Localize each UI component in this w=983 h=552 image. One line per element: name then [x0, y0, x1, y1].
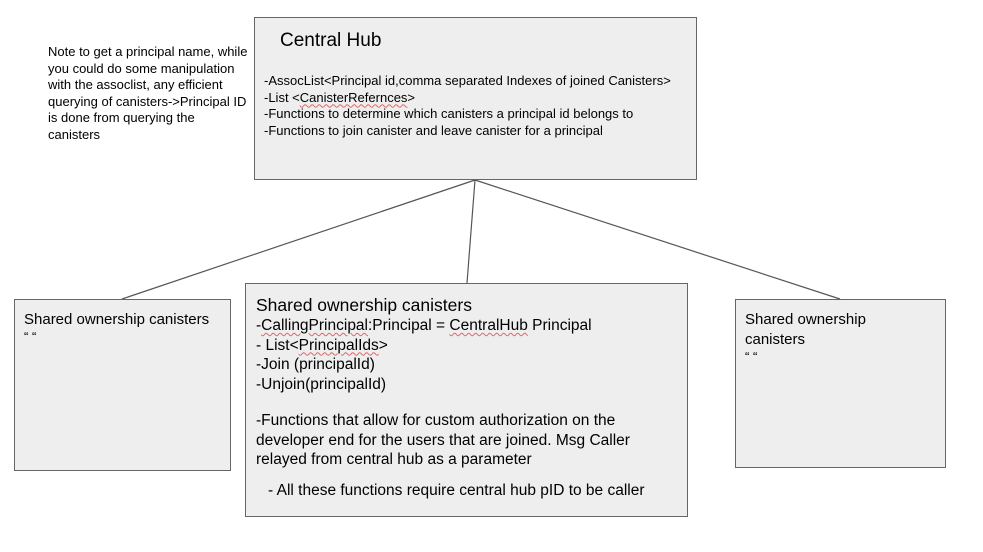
- hub-list-line: -List <CanisterRefernces>: [264, 90, 684, 107]
- custom-authorization-description: -Functions that allow for custom authori…: [256, 412, 630, 468]
- center-box-title: Shared ownership canisters: [256, 295, 472, 315]
- left-shared-canister-box[interactable]: Shared ownership canisters “ “: [14, 299, 231, 471]
- caller-requirement-note: - All these functions require central hu…: [268, 481, 645, 499]
- connector-hub-to-center-box: [466, 179, 476, 284]
- caller-type: :Principal =: [368, 317, 450, 334]
- connector-hub-to-right-box: [474, 179, 841, 300]
- right-box-title: Shared ownership canisters: [745, 311, 866, 348]
- principal-ids-line: - List<PrincipalIds>: [256, 336, 681, 356]
- central-hub-box[interactable]: Central Hub -AssocList<Principal id,comm…: [254, 17, 697, 180]
- center-box-content: Shared ownership canisters -CallingPrinc…: [256, 294, 681, 500]
- right-shared-canister-box[interactable]: Shared ownership canisters “ “: [735, 299, 946, 468]
- principal-name-note: Note to get a principal name, while you …: [48, 44, 248, 142]
- calling-principal-word: CallingPrincipal: [261, 317, 368, 334]
- central-hub-title: Central Hub: [280, 30, 382, 51]
- left-box-ditto: “ “: [24, 329, 37, 344]
- hub-membership-functions-line: -Functions to determine which canisters …: [264, 106, 634, 121]
- right-box-ditto: “ “: [745, 349, 758, 364]
- principal-ids-word: PrincipalIds: [298, 336, 379, 354]
- list-prefix: - List<: [256, 336, 299, 354]
- list-suffix: >: [378, 336, 388, 354]
- center-shared-canister-box[interactable]: Shared ownership canisters -CallingPrinc…: [245, 283, 688, 517]
- unjoin-line: -Unjoin(principalId): [256, 375, 387, 393]
- right-box-content: Shared ownership canisters “ “: [745, 310, 915, 364]
- calling-principal-line: -CallingPrincipal:Principal = CentralHub…: [256, 316, 681, 336]
- hub-assoclist-line: -AssocList<Principal id,comma separated …: [264, 73, 671, 88]
- left-box-content: Shared ownership canisters “ “: [24, 310, 209, 344]
- connector-hub-to-left-box: [121, 179, 476, 300]
- hub-list-prefix: -List <: [264, 89, 300, 105]
- join-line: -Join (principalId): [256, 356, 375, 373]
- hub-list-suffix: >: [407, 89, 416, 105]
- hub-join-functions-line: -Functions to join canister and leave ca…: [264, 122, 603, 138]
- hub-list-type: CanisterRefernces: [299, 89, 408, 105]
- caller-suffix: Principal: [527, 317, 592, 334]
- left-box-title: Shared ownership canisters: [24, 311, 210, 328]
- central-hub-word: CentralHub: [449, 317, 528, 334]
- caller-prefix: -: [256, 317, 262, 334]
- central-hub-details: -AssocList<Principal id,comma separated …: [264, 73, 684, 139]
